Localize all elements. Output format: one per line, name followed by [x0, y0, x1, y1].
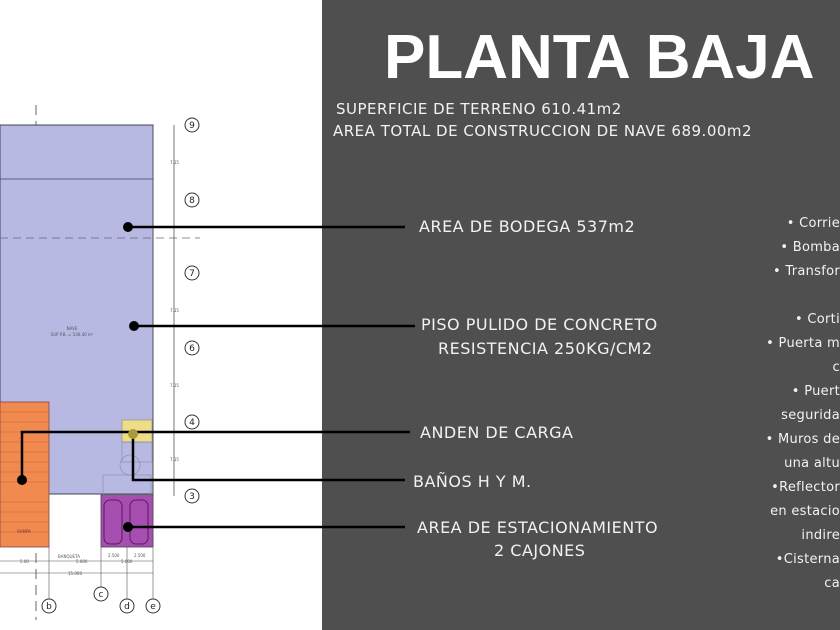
feature-item: •Cisterna: [775, 552, 840, 567]
rampa-label: RAMPA: [17, 529, 31, 534]
grid-row-8: 8: [189, 196, 195, 206]
feature-item: • Muros de: [765, 432, 840, 447]
dim-label: 7.15: [170, 308, 179, 313]
feature-item: • Corti: [795, 312, 840, 327]
label-anden: ANDEN DE CARGA: [420, 423, 574, 442]
dim-label: 5.00: [20, 559, 29, 564]
grid-col-b: b: [46, 602, 52, 612]
label-piso: PISO PULIDO DE CONCRETO: [421, 315, 658, 334]
grid-col-e: e: [150, 602, 156, 612]
callout-line-banos: [131, 434, 405, 482]
feature-item: • Corrie: [786, 216, 840, 231]
grid-row-6: 6: [189, 344, 195, 354]
feature-item: c: [832, 360, 840, 375]
label-estacionamiento: AREA DE ESTACIONAMIENTO: [417, 518, 659, 537]
nave-label: NAVE: [67, 326, 78, 331]
grid-col-c: c: [99, 590, 104, 600]
feature-item: • Puert: [791, 384, 840, 399]
nave-sup-label: SUP P.B. = 536.40 m²: [51, 332, 94, 337]
feature-item: • Puerta m: [766, 336, 840, 351]
callout-line-anden: [20, 430, 410, 480]
feature-item: indire: [801, 528, 840, 543]
feature-item: una altu: [784, 456, 840, 471]
feature-item: • Bomba: [780, 240, 840, 255]
dim-label: 7.15: [170, 457, 179, 462]
dim-label: 2.500: [134, 553, 146, 558]
construction-area: AREA TOTAL DE CONSTRUCCION DE NAVE 689.0…: [333, 122, 753, 140]
callout-dot: [123, 222, 133, 232]
grid-row-7: 7: [189, 269, 195, 279]
feature-item: ca: [824, 576, 840, 591]
callout-dot: [129, 321, 139, 331]
feature-item: • Transfor: [772, 264, 840, 279]
dim-label: 2.500: [108, 553, 120, 558]
grid-row-3: 3: [189, 492, 195, 502]
dim-label: 7.15: [170, 160, 179, 165]
grid-row-9: 9: [189, 121, 195, 131]
land-surface: SUPERFICIE DE TERRENO 610.41m2: [336, 100, 622, 118]
grid-col-d: d: [124, 602, 130, 612]
dim-label: 7.15: [170, 383, 179, 388]
label-cajones: 2 CAJONES: [494, 541, 586, 560]
feature-item: segurida: [781, 408, 840, 423]
callout-dot: [17, 475, 27, 485]
page-title: PLANTA BAJA: [384, 23, 815, 92]
label-banos: BAÑOS H Y M.: [413, 472, 532, 491]
grid-row-4: 4: [189, 418, 195, 428]
label-piso-resistencia: RESISTENCIA 250KG/CM2: [438, 339, 653, 358]
callout-dot: [128, 429, 138, 439]
rampa-area: [0, 401, 50, 548]
callout-dot: [123, 522, 133, 532]
features-list: • Corrie • Bomba • Transfor • Corti • Pu…: [740, 200, 840, 620]
banqueta-label: BANQUETA: [58, 554, 80, 559]
feature-item: en estacio: [770, 504, 840, 519]
dim-label: 15.000: [68, 571, 82, 576]
label-bodega: AREA DE BODEGA 537m2: [419, 217, 636, 236]
feature-item: •Reflector: [771, 480, 840, 495]
dim-label: 5.000: [76, 559, 88, 564]
